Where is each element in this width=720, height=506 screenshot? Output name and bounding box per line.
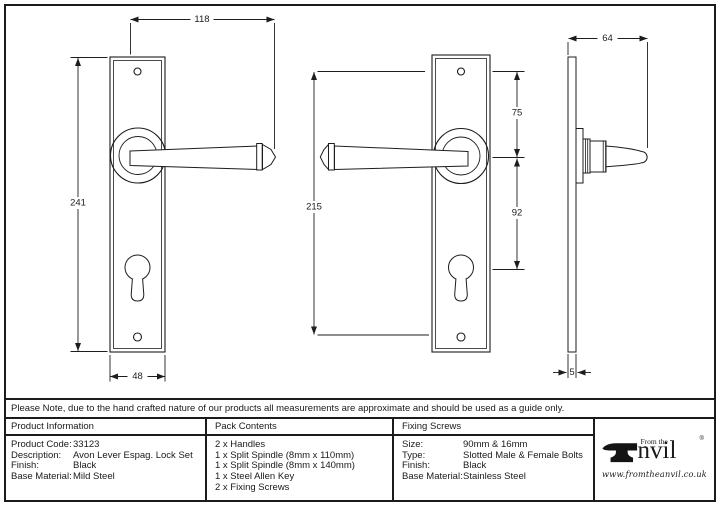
- from-the-anvil-logo: From the nvil ® www.fromtheanvil.co.uk: [601, 435, 708, 484]
- pack-contents-body: 2 x Handles 1 x Split Spindle (8mm x 110…: [207, 436, 392, 494]
- side-view: [567, 56, 648, 353]
- list-item: 1 x Steel Allen Key: [215, 471, 295, 483]
- rose-edge: [575, 128, 584, 184]
- logo-wordmark: nvil: [637, 436, 677, 464]
- fixing-screws-header: Fixing Screws: [394, 419, 593, 436]
- dim-label-241: 241: [70, 198, 86, 209]
- dimension-plate-thickness: 5: [553, 354, 591, 378]
- dim-label-92: 92: [512, 208, 523, 219]
- euro-cylinder-hole: [448, 254, 474, 302]
- table-row: Size: 90mm & 16mm: [402, 439, 528, 450]
- technical-drawings: 118 241 48: [65, 13, 648, 383]
- dim-label-64: 64: [602, 33, 613, 44]
- note-text: Please Note, due to the hand crafted nat…: [11, 403, 565, 414]
- handle-hub: [582, 138, 607, 174]
- anvil-icon: [601, 442, 637, 462]
- lever-arm: [605, 145, 648, 168]
- dimension-handle-to-cylinder: 92: [492, 158, 527, 270]
- product-information-header: Product Information: [6, 419, 205, 436]
- pack-contents-column: Pack Contents 2 x Handles 1 x Split Spin…: [207, 419, 394, 500]
- list-item: 2 x Handles: [215, 439, 266, 450]
- plate-edge: [567, 56, 577, 353]
- table-row: Product Code: 33123: [11, 439, 100, 450]
- logo-website: www.fromtheanvil.co.uk: [602, 468, 707, 479]
- dimension-lever-length: 118: [130, 13, 275, 149]
- dim-label-5: 5: [569, 367, 574, 378]
- screw-hole-bottom: [456, 332, 466, 342]
- lever-handle: [319, 143, 469, 171]
- front-view-lever-right: [109, 56, 277, 353]
- note-bar: Please Note, due to the hand crafted nat…: [6, 398, 714, 419]
- front-view-lever-left: [319, 54, 491, 353]
- euro-cylinder-hole: [124, 254, 151, 302]
- table-row: Finish: Black: [11, 460, 97, 472]
- fixing-screws-column: Fixing Screws Size: 90mm & 16mm Type: Sl…: [394, 419, 595, 500]
- dim-label-48: 48: [132, 371, 143, 382]
- list-item: 1 x Split Spindle (8mm x 110mm): [215, 449, 355, 461]
- registered-mark: ®: [699, 435, 704, 442]
- product-information-body: Product Code: 33123 Description: Avon Le…: [6, 436, 205, 483]
- spec-footer: Please Note, due to the hand crafted nat…: [6, 398, 714, 500]
- dim-label-118: 118: [194, 14, 209, 25]
- fixing-screws-body: Size: 90mm & 16mm Type: Slotted Male & F…: [394, 436, 593, 483]
- table-row: Type: Slotted Male & Female Bolts: [402, 449, 583, 461]
- brand-column: From the nvil ® www.fromtheanvil.co.uk: [595, 419, 714, 500]
- screw-hole-bottom: [132, 332, 143, 342]
- table-row: Finish: Black: [402, 460, 487, 472]
- dim-label-75: 75: [512, 108, 523, 119]
- table-row: Base Material: Stainless Steel: [402, 471, 526, 483]
- table-row: Base Material: Mild Steel: [11, 471, 115, 483]
- dimension-screw-to-handle: 75: [492, 71, 527, 158]
- screw-hole-top: [133, 67, 142, 76]
- dimension-fixing-centres: 215: [301, 71, 429, 336]
- dimension-plate-width: 48: [109, 355, 166, 383]
- list-item: 1 x Split Spindle (8mm x 140mm): [215, 460, 355, 472]
- dim-label-215: 215: [306, 202, 322, 213]
- pack-contents-header: Pack Contents: [207, 419, 392, 436]
- product-information-column: Product Information Product Code: 33123 …: [6, 419, 207, 500]
- lever-handle: [129, 143, 277, 171]
- dimension-plate-height: 241: [65, 57, 108, 352]
- spec-table: Product Information Product Code: 33123 …: [6, 419, 714, 500]
- logo-prefix: From the: [640, 436, 668, 446]
- list-item: 2 x Fixing Screws: [215, 481, 290, 493]
- dimension-projection: 64: [567, 32, 648, 148]
- screw-hole-top: [456, 67, 466, 76]
- table-row: Description: Avon Lever Espag. Lock Set: [11, 449, 193, 461]
